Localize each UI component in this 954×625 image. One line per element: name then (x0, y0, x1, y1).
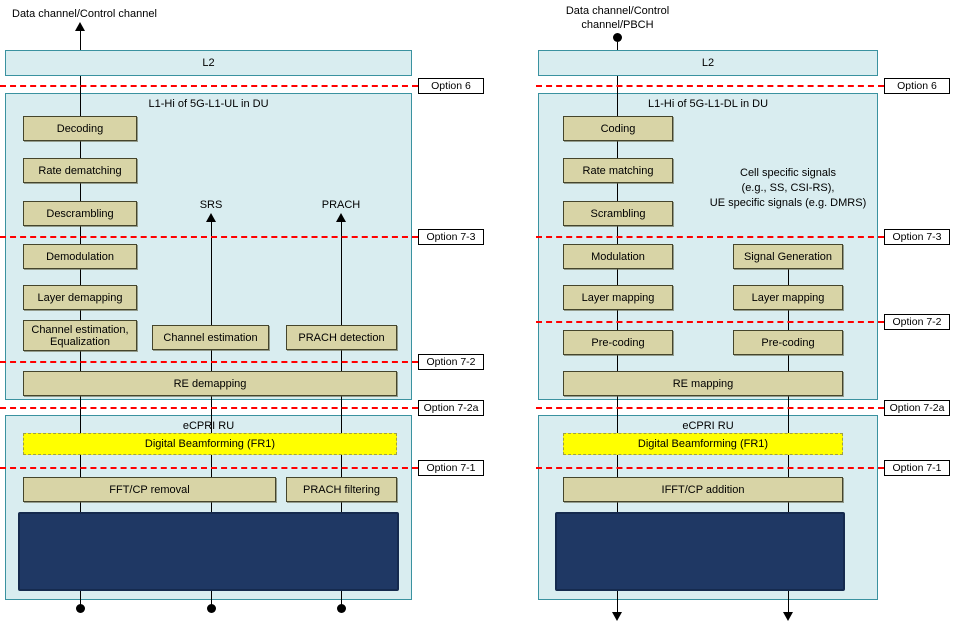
right-ecpri-ru-title: eCPRI RU (682, 420, 734, 432)
left-du-title: L1-Hi of 5G-L1-UL in DU (148, 98, 269, 110)
left-antenna-port-dot-2 (207, 604, 216, 613)
srs-up-arrow-icon (206, 213, 216, 222)
left-option71-split-line (0, 467, 418, 469)
channel-estimation-box: Channel estimation (152, 325, 269, 350)
right-top-dot (613, 33, 622, 42)
right-rf-box (555, 512, 845, 591)
left-top-channel-label: Data channel/Control channel (12, 8, 157, 20)
left-main-flow-line (80, 31, 81, 608)
left-prach-flow-line (341, 222, 342, 608)
right-down-arrow-icon-2 (783, 612, 793, 621)
right-option72a-split-line (536, 407, 884, 409)
decoding-box: Decoding (23, 116, 137, 141)
left-antenna-port-dot-3 (337, 604, 346, 613)
demodulation-box: Demodulation (23, 244, 137, 269)
left-option73-split-line (0, 236, 418, 238)
layer-mapping-box-signal: Layer mapping (733, 285, 843, 310)
right-top-channel-label-line2: channel/PBCH (581, 19, 654, 31)
left-l2-box: L2 (5, 50, 412, 76)
scrambling-box: Scrambling (563, 201, 673, 226)
descrambling-box: Descrambling (23, 201, 137, 226)
right-option72-split-line (536, 321, 884, 323)
right-option73-label: Option 7-3 (884, 229, 950, 245)
precoding-box-main: Pre-coding (563, 330, 673, 355)
right-top-channel-label: Data channel/Control channel/PBCH (520, 4, 715, 32)
right-option72-label: Option 7-2 (884, 314, 950, 330)
left-option72a-split-line (0, 407, 418, 409)
rate-matching-box: Rate matching (563, 158, 673, 183)
cell-specific-signals-line1: Cell specific signals (740, 167, 836, 179)
right-signal-flow-line (788, 250, 789, 613)
right-du-title: L1-Hi of 5G-L1-DL in DU (647, 98, 769, 110)
right-option71-split-line (536, 467, 884, 469)
rate-dematching-box: Rate dematching (23, 158, 137, 183)
left-rf-box (18, 512, 399, 591)
right-option6-label: Option 6 (884, 78, 950, 94)
layer-mapping-box-main: Layer mapping (563, 285, 673, 310)
cell-specific-signals-line3: UE specific signals (e.g. DMRS) (709, 197, 867, 209)
left-option72-label: Option 7-2 (418, 354, 484, 370)
ifft-cp-addition-box: IFFT/CP addition (563, 477, 843, 502)
re-mapping-box: RE mapping (563, 371, 843, 396)
precoding-box-signal: Pre-coding (733, 330, 843, 355)
cell-specific-signals-label: Cell specific signals (e.g., SS, CSI-RS)… (688, 166, 888, 211)
right-option71-label: Option 7-1 (884, 460, 950, 476)
left-option6-split-line (0, 85, 418, 87)
left-srs-flow-line (211, 222, 212, 608)
left-up-arrow-icon (75, 22, 85, 31)
right-option73-split-line (536, 236, 884, 238)
signal-generation-box: Signal Generation (733, 244, 843, 269)
left-option72-split-line (0, 361, 418, 363)
coding-box: Coding (563, 116, 673, 141)
right-main-flow-line (617, 42, 618, 613)
right-down-arrow-icon-1 (612, 612, 622, 621)
right-option72a-label: Option 7-2a (884, 400, 950, 416)
fft-cp-removal-box: FFT/CP removal (23, 477, 276, 502)
left-antenna-port-dot-1 (76, 604, 85, 613)
prach-label: PRACH (321, 199, 361, 211)
prach-detection-box: PRACH detection (286, 325, 397, 350)
right-digital-beamforming-box: Digital Beamforming (FR1) (563, 433, 843, 455)
prach-up-arrow-icon (336, 213, 346, 222)
re-demapping-box: RE demapping (23, 371, 397, 396)
left-option73-label: Option 7-3 (418, 229, 484, 245)
layer-demapping-box: Layer demapping (23, 285, 137, 310)
left-option71-label: Option 7-1 (418, 460, 484, 476)
left-option72a-label: Option 7-2a (418, 400, 484, 416)
left-digital-beamforming-box: Digital Beamforming (FR1) (23, 433, 397, 455)
right-option6-split-line (536, 85, 884, 87)
modulation-box: Modulation (563, 244, 673, 269)
cell-specific-signals-line2: (e.g., SS, CSI-RS), (741, 182, 835, 194)
left-option6-label: Option 6 (418, 78, 484, 94)
prach-filtering-box: PRACH filtering (286, 477, 397, 502)
srs-label: SRS (199, 199, 223, 211)
channel-estimation-equalization-box: Channel estimation, Equalization (23, 320, 137, 351)
right-top-channel-label-line1: Data channel/Control (565, 5, 670, 17)
right-l2-box: L2 (538, 50, 878, 76)
left-ecpri-ru-title: eCPRI RU (182, 420, 235, 432)
